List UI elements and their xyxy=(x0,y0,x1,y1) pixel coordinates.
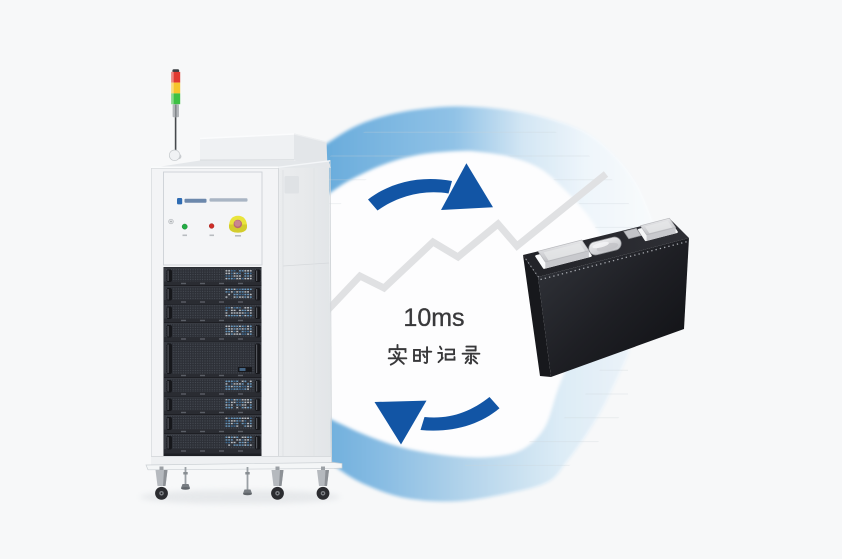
svg-text:10ms: 10ms xyxy=(403,304,464,332)
